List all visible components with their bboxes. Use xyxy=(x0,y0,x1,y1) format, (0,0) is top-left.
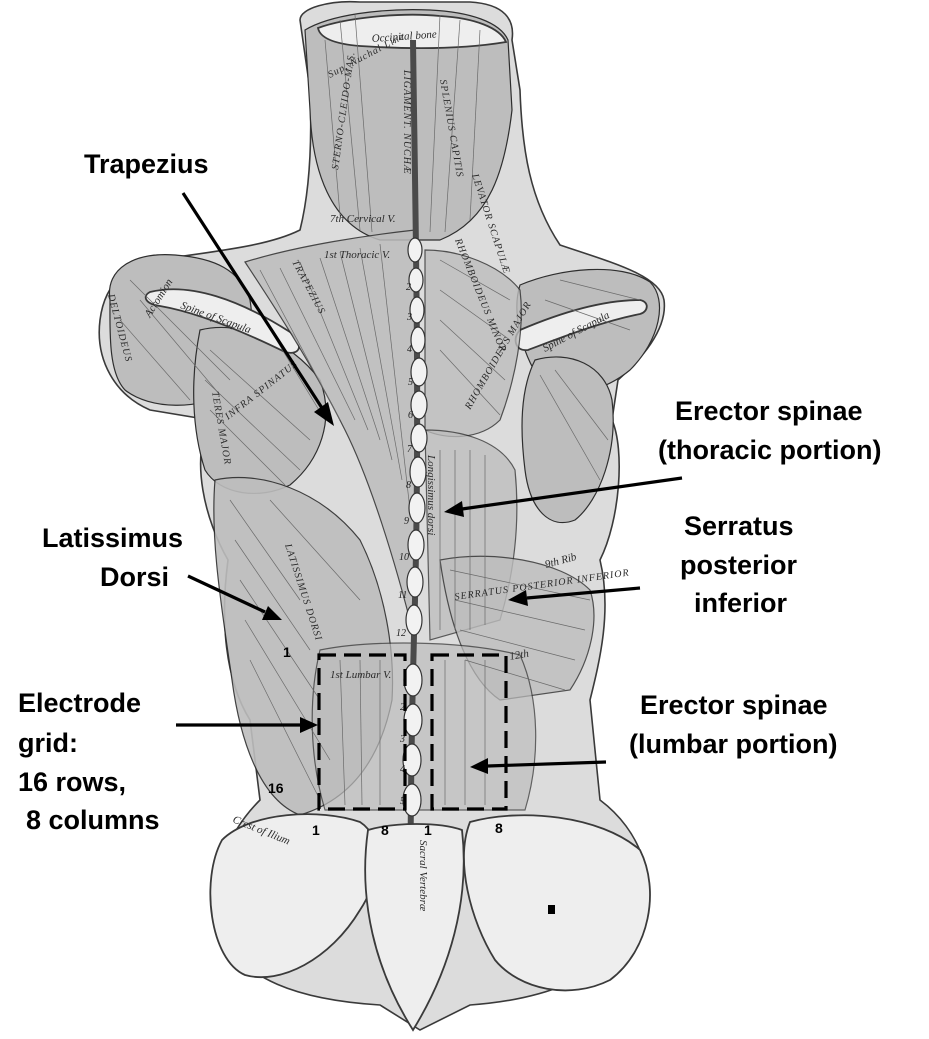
label-erector-lumbar-line2: (lumbar portion) xyxy=(629,729,837,759)
label-latissimus-line2: Dorsi xyxy=(100,562,169,592)
grid-left-col-last: 8 xyxy=(381,822,389,838)
cervical-7-label: 7th Cervical V. xyxy=(330,213,395,225)
label-electrode-line1: Electrode xyxy=(18,688,141,718)
vertebra-number: 8 xyxy=(406,480,411,491)
label-trapezius: Trapezius xyxy=(84,149,209,179)
ilium-mark xyxy=(548,905,555,914)
vertebra-number: 9 xyxy=(404,516,409,527)
longissimus-dorsi-label: Longissimus dorsi xyxy=(425,454,437,535)
vertebra-number: 11 xyxy=(398,590,407,601)
label-erector-lumbar-line1: Erector spinae xyxy=(640,690,828,720)
label-electrode-line4: 8 columns xyxy=(26,805,160,835)
vertebra-number: 5 xyxy=(408,377,413,388)
vertebra-number: 4 xyxy=(407,344,412,355)
label-serratus-line2: posterior xyxy=(680,550,798,580)
vertebra-number: 2 xyxy=(406,282,411,293)
label-electrode-line2: grid: xyxy=(18,728,78,758)
label-erector-thoracic-line1: Erector spinae xyxy=(675,396,863,426)
grid-right-col-first: 1 xyxy=(424,822,432,838)
sacral-vertebrae-label: Sacral Vertebræ xyxy=(417,840,429,912)
label-serratus-line3: inferior xyxy=(694,588,788,618)
thoracic-1-label: 1st Thoracic V. xyxy=(324,249,390,261)
vertebra-number: 3 xyxy=(406,312,412,323)
vertebra-number: 10 xyxy=(399,552,409,563)
vertebra-number: 6 xyxy=(408,410,413,421)
label-electrode-line3: 16 rows, xyxy=(18,767,126,797)
grid-row-last: 16 xyxy=(268,780,284,796)
grid-row-first: 1 xyxy=(283,644,291,660)
lumbar-1-label: 1st Lumbar V. xyxy=(330,669,391,681)
grid-left-col-first: 1 xyxy=(312,822,320,838)
vertebra-number: 12 xyxy=(396,628,406,639)
label-latissimus-line1: Latissimus xyxy=(42,523,183,553)
label-erector-thoracic-line2: (thoracic portion) xyxy=(658,435,882,465)
ligament-nuchae-label: LIGAMENT. NUCHÆ xyxy=(401,69,412,175)
grid-right-col-last: 8 xyxy=(495,820,503,836)
label-serratus-line1: Serratus xyxy=(684,511,794,541)
